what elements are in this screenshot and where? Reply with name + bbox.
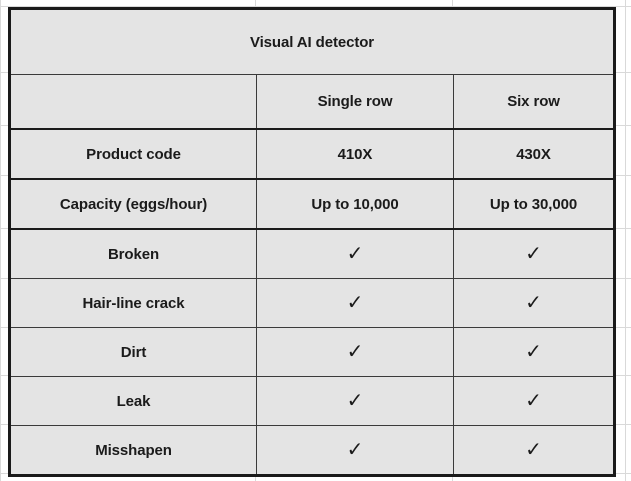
gridline-horizontal	[0, 6, 631, 7]
visual-ai-detector-spec-table: Visual AI detector Single row Six row Pr…	[8, 7, 617, 477]
cell-leak-six-row: ✓	[452, 376, 616, 426]
table-row: Misshapen ✓ ✓	[9, 425, 616, 476]
row-label-hair-line-crack: Hair-line crack	[9, 278, 257, 328]
gridline-vertical	[0, 0, 1, 481]
column-header-row: Single row Six row	[9, 74, 616, 130]
table-body: Visual AI detector Single row Six row Pr…	[8, 8, 616, 476]
check-icon: ✓	[525, 388, 542, 412]
table-row: Hair-line crack ✓ ✓	[9, 278, 616, 328]
table-row: Broken ✓ ✓	[9, 228, 616, 279]
check-icon: ✓	[346, 437, 364, 461]
cell-misshapen-six-row: ✓	[452, 425, 616, 476]
check-icon: ✓	[346, 290, 364, 314]
cell-dirt-single-row: ✓	[256, 327, 454, 377]
check-icon: ✓	[525, 339, 542, 363]
column-header-six-row: Six row	[452, 74, 616, 130]
check-icon: ✓	[346, 339, 364, 363]
row-label-product-code: Product code	[9, 128, 257, 180]
row-label-misshapen: Misshapen	[9, 425, 257, 476]
cell-broken-single-row: ✓	[256, 228, 454, 279]
cell-broken-six-row: ✓	[452, 228, 616, 279]
check-icon: ✓	[525, 241, 542, 265]
table-row: Capacity (eggs/hour) Up to 10,000 Up to …	[9, 178, 616, 230]
table-row: Leak ✓ ✓	[9, 376, 616, 426]
check-icon: ✓	[346, 241, 364, 265]
cell-product-code-single-row: 410X	[256, 128, 454, 180]
table-title: Visual AI detector	[8, 8, 616, 75]
table-row: Dirt ✓ ✓	[9, 327, 616, 377]
cell-misshapen-single-row: ✓	[256, 425, 454, 476]
title-row: Visual AI detector	[8, 8, 616, 75]
comparison-table: Visual AI detector Single row Six row Pr…	[8, 7, 617, 477]
table-row: Product code 410X 430X	[9, 128, 616, 180]
check-icon: ✓	[525, 437, 542, 461]
cell-dirt-six-row: ✓	[452, 327, 616, 377]
check-icon: ✓	[346, 388, 364, 412]
gridline-vertical	[625, 0, 626, 481]
row-label-dirt: Dirt	[9, 327, 257, 377]
cell-hair-line-crack-single-row: ✓	[256, 278, 454, 328]
check-icon: ✓	[525, 290, 542, 314]
row-label-broken: Broken	[9, 228, 257, 279]
cell-capacity-six-row: Up to 30,000	[452, 178, 616, 230]
cell-hair-line-crack-six-row: ✓	[452, 278, 616, 328]
row-label-leak: Leak	[9, 376, 257, 426]
cell-leak-single-row: ✓	[256, 376, 454, 426]
row-label-capacity: Capacity (eggs/hour)	[9, 178, 257, 230]
header-corner-cell	[9, 74, 257, 130]
column-header-single-row: Single row	[256, 74, 454, 130]
cell-capacity-single-row: Up to 10,000	[256, 178, 454, 230]
cell-product-code-six-row: 430X	[452, 128, 616, 180]
